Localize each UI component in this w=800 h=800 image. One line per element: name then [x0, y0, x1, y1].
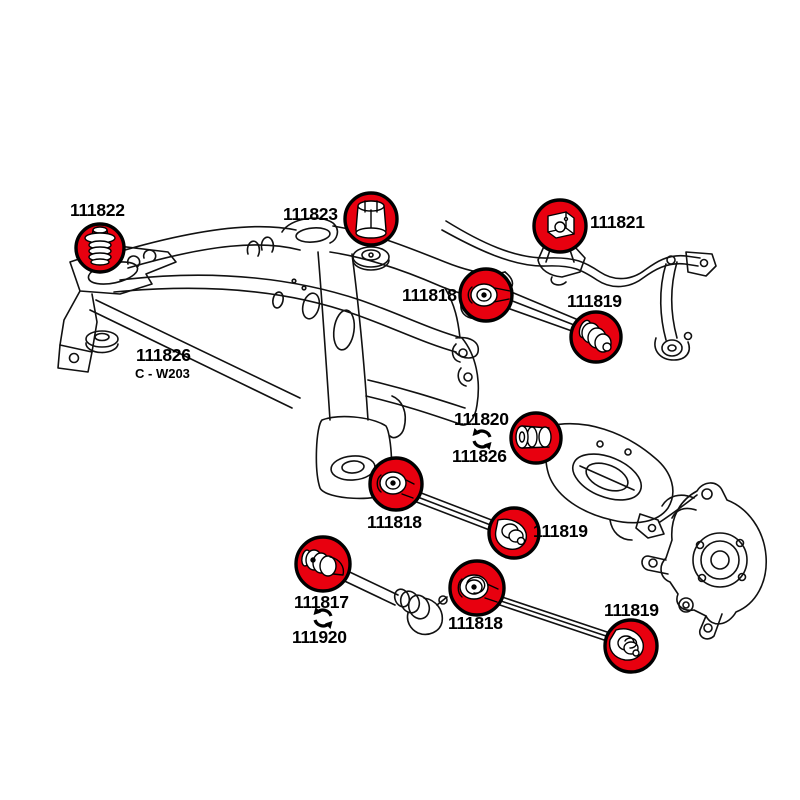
highlight-111821 [532, 198, 588, 254]
part-label-111819-upper: 111819 [567, 291, 622, 311]
interchange-icon [313, 607, 333, 629]
highlight-111819-upper [569, 310, 623, 364]
part-label-111818-upper: 111818 [402, 285, 457, 305]
part-label-111818-lower: 111818 [448, 613, 503, 633]
highlight-111818-mid [368, 456, 424, 512]
highlight-111819-lower [603, 618, 659, 674]
highlight-111823 [343, 191, 399, 247]
part-label-111821: 111821 [590, 212, 645, 232]
lower-link-drawing [484, 591, 617, 644]
highlight-markers [74, 191, 659, 674]
part-label-111823: 111823 [283, 204, 338, 224]
knuckle-drawing [641, 482, 767, 640]
part-label-111817: 111817 [294, 592, 349, 612]
interchange-icon [472, 428, 492, 450]
highlight-111817 [294, 535, 352, 593]
part-label-111920: 111920 [292, 627, 347, 647]
part-label-111819-mid: 111819 [533, 521, 588, 541]
sway-bar-drawing [441, 220, 717, 361]
highlight-111820 [509, 411, 563, 465]
highlight-111818-lower [448, 559, 506, 617]
subframe-drawing [57, 217, 514, 500]
part-label-111826: 111826 [136, 345, 191, 365]
part-label-111818-mid: 111818 [367, 512, 422, 532]
highlight-111819-mid [487, 506, 541, 560]
part-label-111822: 111822 [70, 200, 125, 220]
toe-link-drawing [333, 565, 448, 636]
highlight-111818-upper [458, 267, 514, 323]
part-label-111819-lower: 111819 [604, 600, 659, 620]
part-label-111820: 111820 [454, 409, 509, 429]
highlight-111822 [74, 222, 126, 274]
part-label-111826-alt: 111826 [452, 446, 507, 466]
upper-control-arm-drawing [544, 422, 698, 541]
chassis-code-label: C - W203 [135, 366, 190, 381]
